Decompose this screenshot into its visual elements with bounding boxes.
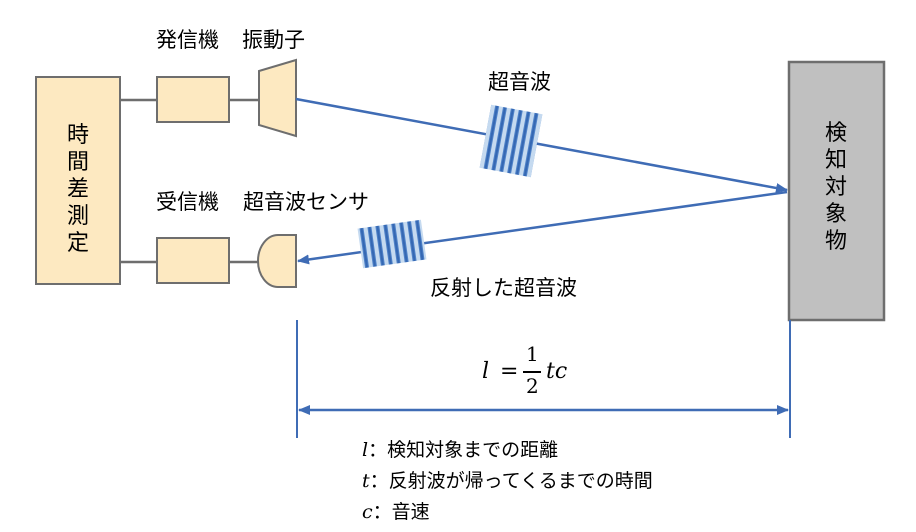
object-box (787, 60, 886, 322)
sensor-label: 超音波センサ (243, 190, 369, 214)
svg-text:間: 間 (67, 150, 89, 175)
svg-text:物: 物 (825, 229, 847, 254)
legend-var: l (362, 439, 369, 461)
svg-text:定: 定 (67, 231, 89, 256)
legend-sep: ： (368, 439, 388, 461)
time-difference-label: 時 間 差 測 定 (67, 123, 89, 256)
transducer-shape (258, 58, 297, 138)
formula-numerator: 1 (526, 342, 539, 366)
legend-time: t：反射波が帰ってくるまでの時間 (362, 466, 653, 493)
receiver-box (156, 237, 230, 284)
legend-var: c (362, 501, 373, 523)
legend-speed: c：音速 (362, 497, 430, 524)
sensor-shape (257, 234, 297, 288)
svg-text:対: 対 (825, 175, 847, 200)
receiver-label: 受信機 (156, 190, 219, 214)
time-difference-box (35, 76, 121, 285)
formula-denominator: 2 (526, 374, 539, 398)
legend-var: t (362, 470, 370, 492)
ultrasonic-wave-label: 超音波 (488, 70, 551, 94)
transmitter-box (156, 76, 230, 123)
object-label: 検 知 対 象 物 (825, 121, 847, 254)
ultrasonic-wave-packet (479, 104, 543, 178)
svg-text:測: 測 (67, 204, 89, 229)
outgoing-beam (295, 97, 788, 193)
formula-equals: = (500, 359, 519, 384)
legend-text: 反射波が帰ってくるまでの時間 (388, 470, 653, 492)
svg-text:差: 差 (67, 177, 89, 202)
formula-fraction-bar (523, 371, 541, 373)
svg-text:象: 象 (825, 202, 847, 227)
transducer-label: 振動子 (242, 28, 305, 52)
legend-text: 音速 (391, 501, 430, 523)
legend-sep: ： (369, 470, 389, 492)
distance-formula: l = 1 2 tc (480, 342, 590, 402)
svg-text:時: 時 (67, 123, 89, 148)
legend-sep: ： (372, 501, 392, 523)
reflected-wave-label: 反射した超音波 (430, 276, 577, 300)
legend-text: 検知対象までの距離 (387, 439, 559, 461)
transmitter-label: 発信機 (156, 28, 219, 52)
formula-lhs: l (482, 359, 490, 384)
formula-rhs: tc (546, 359, 568, 384)
reflected-wave-packet (357, 219, 427, 269)
svg-text:知: 知 (825, 148, 847, 173)
legend-distance: l：検知対象までの距離 (362, 435, 558, 462)
svg-text:検: 検 (825, 121, 847, 146)
